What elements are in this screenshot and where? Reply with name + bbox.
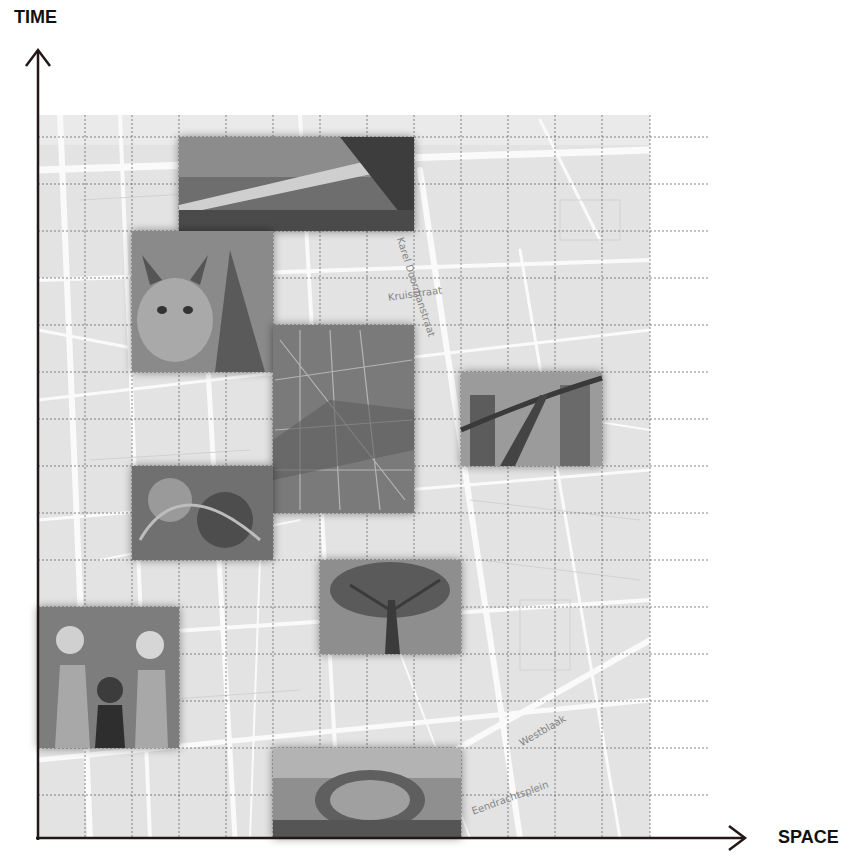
photo-graffiti bbox=[132, 466, 273, 560]
photo-aerial bbox=[273, 325, 414, 513]
photo-lynx bbox=[132, 231, 273, 372]
grid bbox=[38, 115, 710, 838]
photo-bridge bbox=[461, 372, 602, 466]
photo-pavilion bbox=[273, 748, 461, 838]
photo-station bbox=[179, 137, 414, 231]
axes bbox=[26, 50, 745, 850]
axis-title: TIME bbox=[14, 7, 57, 28]
street-map bbox=[38, 115, 650, 838]
photo-tree bbox=[320, 560, 461, 654]
axis-title: SPACE bbox=[778, 827, 839, 848]
photo-people bbox=[38, 607, 179, 748]
